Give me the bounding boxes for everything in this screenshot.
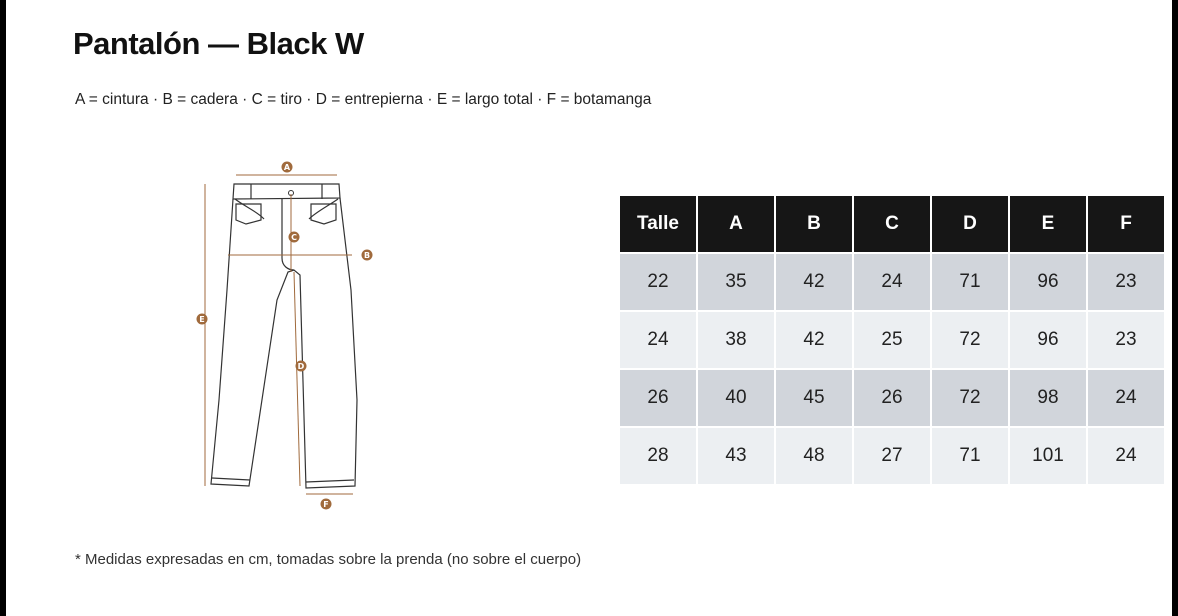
measurement-note: * Medidas expresadas en cm, tomadas sobr…: [75, 551, 582, 568]
table-row: 24 38 42 25 72 96 23: [620, 310, 1164, 369]
table-cell: 72: [931, 368, 1010, 427]
page-title: Pantalón — Black W: [73, 26, 364, 61]
header-cell: E: [1009, 196, 1088, 253]
table-cell: 26: [853, 368, 932, 427]
table-cell: 71: [931, 252, 1010, 311]
table-cell: 26: [620, 368, 698, 427]
table-cell: 42: [775, 310, 854, 369]
table-cell: 40: [697, 368, 776, 427]
table-cell: 27: [853, 426, 932, 484]
table-cell: 45: [775, 368, 854, 427]
table-row: 28 43 48 27 71 101 24: [620, 426, 1164, 484]
table-cell: 23: [1087, 252, 1164, 311]
table-cell: 35: [697, 252, 776, 311]
table-cell: 43: [697, 426, 776, 484]
table-cell: 38: [697, 310, 776, 369]
size-guide-page: Pantalón — Black W A = cintura · B = cad…: [6, 0, 1172, 616]
marker-B: B: [361, 249, 373, 261]
table-cell: 28: [620, 426, 698, 484]
svg-text:C: C: [291, 233, 297, 242]
svg-text:D: D: [298, 362, 305, 371]
marker-E: E: [196, 313, 208, 325]
table-row: 26 40 45 26 72 98 24: [620, 368, 1164, 427]
table-cell: 23: [1087, 310, 1164, 369]
table-cell: 42: [775, 252, 854, 311]
table-cell: 96: [1009, 252, 1088, 311]
svg-text:B: B: [364, 251, 370, 260]
table-cell: 24: [853, 252, 932, 311]
table-cell: 101: [1009, 426, 1088, 484]
table-cell: 22: [620, 252, 698, 311]
size-table: Talle A B C D E F 22 35 42 24 71 96 23 2…: [620, 196, 1164, 484]
table-cell: 24: [620, 310, 698, 369]
pants-diagram: A B C D E F: [196, 161, 373, 510]
measurement-lines: [204, 174, 353, 495]
svg-text:A: A: [284, 163, 291, 172]
table-cell: 25: [853, 310, 932, 369]
measurement-legend: A = cintura · B = cadera · C = tiro · D …: [75, 91, 652, 108]
marker-C: C: [288, 231, 300, 243]
table-cell: 98: [1009, 368, 1088, 427]
header-cell: D: [931, 196, 1010, 253]
table-header-row: Talle A B C D E F: [620, 196, 1164, 253]
header-cell: B: [775, 196, 854, 253]
svg-text:F: F: [323, 500, 328, 509]
header-cell: F: [1087, 196, 1164, 253]
header-cell: C: [853, 196, 932, 253]
marker-F: F: [320, 498, 332, 510]
table-cell: 71: [931, 426, 1010, 484]
svg-text:E: E: [199, 315, 204, 324]
marker-D: D: [295, 360, 307, 372]
header-cell: A: [697, 196, 776, 253]
table-cell: 96: [1009, 310, 1088, 369]
table-cell: 48: [775, 426, 854, 484]
marker-A: A: [281, 161, 293, 173]
header-cell: Talle: [620, 196, 698, 253]
table-cell: 24: [1087, 426, 1164, 484]
table-row: 22 35 42 24 71 96 23: [620, 252, 1164, 311]
pants-illustration: [210, 183, 358, 489]
table-cell: 72: [931, 310, 1010, 369]
table-cell: 24: [1087, 368, 1164, 427]
